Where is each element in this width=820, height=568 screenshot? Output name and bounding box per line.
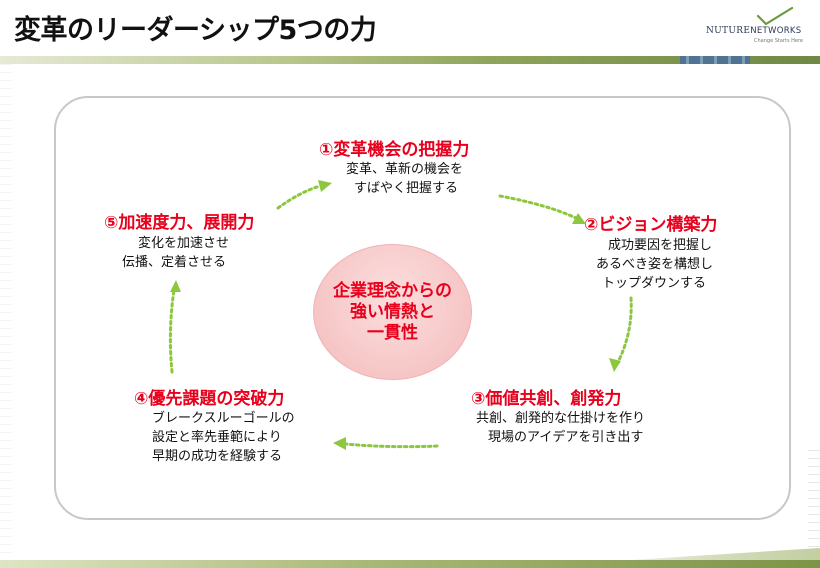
arrow-4-to-5-line (168, 288, 176, 374)
center-line-2: 強い情熱と (350, 302, 435, 322)
center-circle (313, 244, 472, 380)
arrow-2-to-3-line (616, 296, 633, 364)
arrow-4-to-5-head-icon (170, 280, 181, 292)
center-line-1: 企業理念からの (333, 281, 452, 301)
node-5-desc-line-2: 伝播、定着させる (122, 255, 227, 270)
arrow-2-to-3-head-icon (609, 358, 621, 372)
arrow-1-to-2-head-icon (572, 213, 586, 224)
header-band (0, 56, 820, 64)
node-1-desc-line-1: 変革、革新の機会を (346, 162, 464, 177)
logo-name-part2: NETWORKS (750, 26, 802, 36)
node-5-desc-line-1: 変化を加速させ (138, 236, 230, 251)
node-2-desc-line-1: 成功要因を把握し (608, 238, 713, 253)
center-line-3: 一貫性 (367, 323, 418, 343)
right-margin-pattern (808, 450, 820, 550)
node-4-desc: ブレークスルーゴールの 設定と率先垂範により 早期の成功を経験する (152, 409, 295, 466)
node-3-desc-line-1: 共創、創発的な仕掛けを作り (476, 411, 646, 426)
left-margin-pattern (0, 64, 12, 564)
slide-title: 変革のリーダーシップ5つの力 (14, 15, 377, 46)
node-4-desc-line-1: ブレークスルーゴールの (152, 411, 295, 426)
arrow-3-to-4-head-icon (333, 437, 346, 450)
node-2-desc-line-2: あるべき姿を構想し (596, 257, 714, 272)
node-3-desc: 共創、創発的な仕掛けを作り 現場のアイデアを引き出す (476, 409, 645, 447)
logo-wordmark: NUTURENETWORKS (706, 26, 802, 36)
center-text: 企業理念からの 強い情熱と 一貫性 (313, 281, 472, 344)
node-3-desc-line-2: 現場のアイデアを引き出す (488, 430, 644, 445)
node-1-desc: 変革、革新の機会を すばやく把握する (346, 160, 463, 198)
node-2-desc-line-3: トップダウンする (602, 276, 707, 291)
node-5-title: ⑤加速度力、展開力 (104, 213, 255, 233)
arrow-5-to-1-line (276, 184, 322, 210)
node-3-title: ③価値共創、創発力 (471, 389, 622, 409)
node-2-desc: 成功要因を把握し あるべき姿を構想し トップダウンする (596, 236, 713, 293)
company-logo: NUTURENETWORKS Change Starts Here (706, 6, 816, 46)
node-4-desc-line-2: 設定と率先垂範により (152, 430, 282, 445)
checkmark-logo-icon (756, 6, 794, 26)
node-5-desc: 変化を加速させ 伝播、定着させる (122, 234, 229, 272)
node-2-title: ②ビジョン構築力 (584, 215, 718, 235)
logo-name-part1: NUTURE (706, 26, 751, 36)
node-4-title: ④優先課題の突破力 (134, 389, 285, 409)
node-4-desc-line-3: 早期の成功を経験する (152, 449, 283, 464)
header-band-accent (680, 56, 750, 64)
arrow-3-to-4-line (343, 442, 439, 449)
logo-tagline: Change Starts Here (754, 38, 803, 44)
node-1-title: ①変革機会の把握力 (319, 140, 470, 160)
footer-band (0, 560, 820, 568)
arrow-1-to-2-line (498, 194, 578, 220)
arrow-5-to-1-head-icon (318, 180, 332, 192)
node-1-desc-line-2: すばやく把握する (354, 181, 459, 196)
